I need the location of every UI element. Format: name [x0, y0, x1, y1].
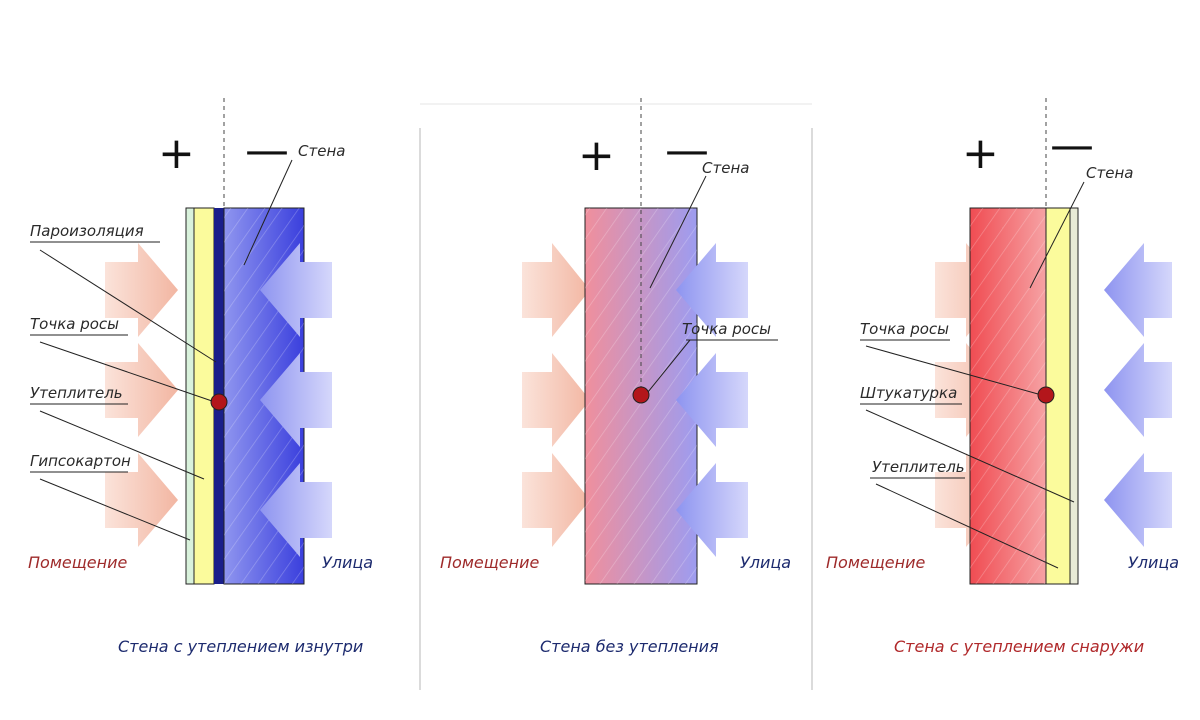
leader-line [865, 409, 1075, 503]
panel-caption: Стена с утеплением снаружи [894, 637, 1144, 656]
cold-arrow-icon [260, 353, 332, 447]
leader-line [875, 483, 1059, 569]
wall-hatch [970, 208, 1046, 584]
plus-sign: + [158, 128, 195, 179]
warm-arrow-icon [105, 243, 178, 337]
leader-line [39, 249, 217, 363]
plaster-layer [1069, 207, 1079, 585]
cold-arrow-icon [260, 463, 332, 557]
label-room: Помещение [28, 553, 128, 572]
cold-arrow-icon [260, 243, 332, 337]
label-vapor-barrier: Пароизоляция [30, 222, 144, 240]
panel-caption: Стена с утеплением изнутри [118, 637, 363, 656]
panel-insulation-outside: + — Стена Точка росы Штукатурка Утеплите… [826, 98, 1179, 656]
leader-line [865, 345, 1039, 395]
label-wall: Стена [298, 142, 345, 160]
warm-arrow-icon [522, 453, 590, 547]
plus-sign: + [578, 130, 615, 181]
dew-point-marker [210, 393, 228, 411]
warm-arrow-icon [105, 343, 178, 437]
warm-arrow-icon [522, 243, 590, 337]
leader-line [647, 339, 691, 393]
label-street: Улица [1128, 553, 1179, 572]
warm-air-arrows [522, 243, 590, 547]
label-dew-point: Точка росы [860, 320, 949, 338]
label-wall: Стена [1086, 164, 1133, 182]
panel-no-insulation: + — Стена Точка росы Помещение Улица Сте… [440, 98, 791, 656]
label-dew-point: Точка росы [30, 315, 119, 333]
label-insulation: Утеплитель [872, 458, 965, 476]
leader-line [39, 341, 213, 402]
label-dew-point: Точка росы [682, 320, 771, 338]
leader-line [39, 478, 191, 541]
leader-line [649, 175, 707, 289]
label-room: Помещение [440, 553, 540, 572]
cold-arrow-icon [676, 243, 748, 337]
drywall-layer [185, 207, 195, 585]
label-drywall: Гипсокартон [30, 452, 131, 470]
cold-arrow-icon [1104, 343, 1172, 437]
leader-line [39, 410, 205, 480]
label-insulation: Утеплитель [30, 384, 123, 402]
warm-arrow-icon [522, 353, 590, 447]
cold-arrow-icon [676, 463, 748, 557]
cold-arrow-icon [1104, 453, 1172, 547]
leader-line [1029, 181, 1085, 289]
minus-sign: — [1050, 120, 1094, 171]
label-street: Улица [740, 553, 791, 572]
panel-insulation-inside: + — Стена Пароизоляц [28, 98, 373, 656]
label-street: Улица [322, 553, 373, 572]
cold-air-arrows [676, 243, 748, 557]
label-room: Помещение [826, 553, 926, 572]
leader-line [243, 159, 293, 266]
dew-point-marker [1037, 386, 1055, 404]
dew-point-marker [632, 386, 650, 404]
cold-air-arrows [260, 243, 332, 557]
label-wall: Стена [702, 159, 749, 177]
minus-sign: — [665, 125, 709, 176]
minus-sign: — [245, 125, 289, 176]
cold-air-arrows [1104, 243, 1172, 547]
plus-sign: + [962, 128, 999, 179]
panel-caption: Стена без утепления [540, 637, 719, 656]
cold-arrow-icon [676, 353, 748, 447]
warm-air-arrows [105, 243, 178, 547]
label-plaster: Штукатурка [860, 384, 957, 402]
warm-arrow-icon [105, 453, 178, 547]
cold-arrow-icon [1104, 243, 1172, 337]
